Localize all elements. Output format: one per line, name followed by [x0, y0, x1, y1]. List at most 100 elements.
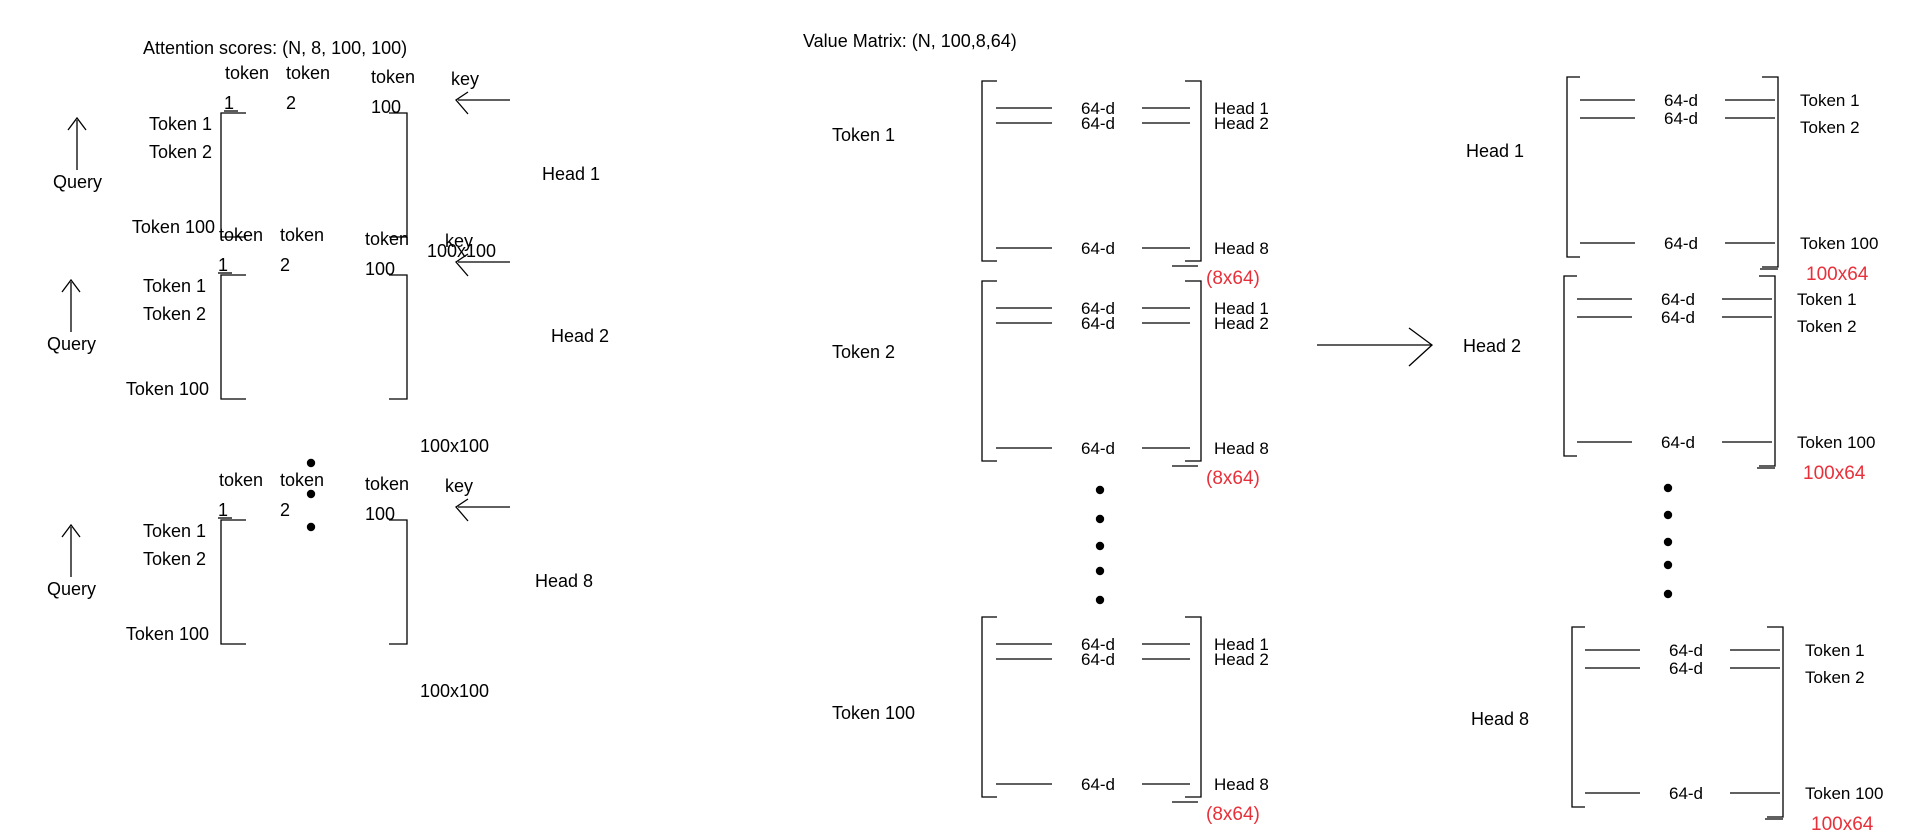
column-header-token-100: token: [365, 229, 409, 249]
matrix-left-bracket: [220, 274, 246, 400]
column-index-100: 100: [365, 259, 395, 279]
row-label-token-1: Token 1: [143, 276, 206, 296]
ellipsis-dot: [306, 458, 316, 468]
row-token-label: Token 1: [1797, 290, 1857, 309]
row-dim-label: 64-d: [1081, 775, 1115, 794]
key-arrow-head: [455, 498, 469, 522]
ellipsis-dot: [1663, 560, 1673, 570]
column-header-token-100: token: [365, 474, 409, 494]
matrix-right-bracket: [389, 274, 408, 400]
row-label-token-2: Token 2: [149, 142, 212, 162]
query-arrow-head: [61, 278, 81, 293]
row-head-label: Head 8: [1214, 775, 1269, 794]
row-dim-label: 64-d: [1661, 308, 1695, 327]
token-label: Token 1: [832, 125, 895, 145]
shape-label: 100x64: [1806, 264, 1869, 285]
row-label-token-100: Token 100: [132, 217, 215, 237]
query-arrow-head: [61, 523, 81, 538]
shape-label: 100x64: [1803, 463, 1866, 484]
column-index-2: 2: [280, 500, 290, 520]
matrix-left-bracket: [220, 112, 246, 238]
ellipsis-dot: [1663, 537, 1673, 547]
row-dim-label: 64-d: [1669, 641, 1703, 660]
value-row: 64-d Head 8: [996, 239, 1269, 258]
row-head-label: Head 2: [1214, 314, 1269, 333]
row-dim-label: 64-d: [1081, 439, 1115, 458]
row-label-token-100: Token 100: [126, 624, 209, 644]
column-header-token-1: token: [225, 63, 269, 83]
row-head-label: Head 2: [1214, 650, 1269, 669]
ellipsis-dot: [306, 522, 316, 532]
row-dim-label: 64-d: [1664, 109, 1698, 128]
block-left-bracket: [1571, 626, 1585, 808]
row-token-label: Token 100: [1800, 234, 1878, 253]
row-label-token-1: Token 1: [149, 114, 212, 134]
row-dim-label: 64-d: [1081, 239, 1115, 258]
size-label: 100x100: [420, 681, 489, 701]
column-index-1: 1: [224, 93, 234, 113]
head-label: Head 8: [535, 571, 593, 591]
reshaped-row: 64-d Token 1: [1585, 641, 1865, 660]
block-left-bracket: [1566, 76, 1580, 258]
token-label: Token 2: [832, 342, 895, 362]
column-index-100: 100: [371, 97, 401, 117]
column-index-1: 1: [218, 255, 228, 275]
reshaped-row: 64-d Token 2: [1580, 109, 1860, 137]
row-dim-label: 64-d: [1081, 299, 1115, 318]
block-left-bracket: [1563, 275, 1577, 457]
attention-title: Attention scores: (N, 8, 100, 100): [143, 38, 407, 58]
block-right-bracket: [1185, 280, 1202, 462]
reshaped-row: 64-d Token 100: [1585, 784, 1883, 803]
row-head-label: Head 1: [1214, 635, 1269, 654]
row-head-label: Head 1: [1214, 299, 1269, 318]
row-label-token-1: Token 1: [143, 521, 206, 541]
block-left-bracket: [981, 80, 997, 262]
row-head-label: Head 8: [1214, 239, 1269, 258]
head-label: Head 1: [542, 164, 600, 184]
row-dim-label: 64-d: [1669, 784, 1703, 803]
column-header-token-2: token: [286, 63, 330, 83]
block-left-bracket: [981, 280, 997, 462]
transform-arrow-head: [1408, 327, 1434, 367]
reshaped-row: 64-d Token 100: [1580, 234, 1878, 253]
head-label: Head 1: [1466, 141, 1524, 161]
ellipsis-dot: [1095, 485, 1105, 495]
column-index-2: 2: [280, 255, 290, 275]
key-label: key: [445, 476, 473, 496]
key-arrow-head: [455, 91, 469, 115]
query-label: Query: [47, 579, 96, 599]
row-token-label: Token 2: [1800, 118, 1860, 137]
row-dim-label: 64-d: [1664, 234, 1698, 253]
head-label: Head 2: [551, 326, 609, 346]
row-token-label: Token 100: [1805, 784, 1883, 803]
ellipsis-dot: [1663, 483, 1673, 493]
row-head-label: Head 2: [1214, 114, 1269, 133]
row-dim-label: 64-d: [1081, 650, 1115, 669]
block-right-bracket: [1759, 275, 1776, 467]
row-dim-label: 64-d: [1661, 433, 1695, 452]
token-label: Token 100: [832, 703, 915, 723]
row-token-label: Token 1: [1805, 641, 1865, 660]
shape-label: (8x64): [1206, 468, 1260, 489]
row-dim-label: 64-d: [1669, 659, 1703, 678]
column-header-token-100: token: [371, 67, 415, 87]
block-right-bracket: [1185, 80, 1202, 262]
key-label: key: [445, 231, 473, 251]
row-label-token-100: Token 100: [126, 379, 209, 399]
row-token-label: Token 2: [1805, 668, 1865, 687]
size-label: 100x100: [427, 241, 496, 261]
